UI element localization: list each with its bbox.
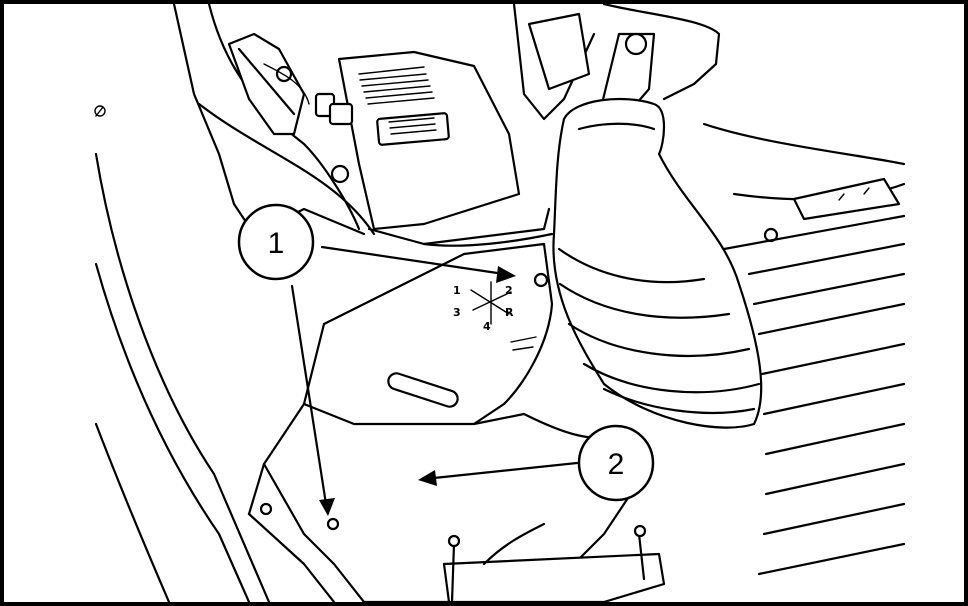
shift-lever (552, 32, 763, 429)
callout-2: 2 (577, 424, 655, 502)
gear-label-4: 4 (483, 320, 491, 333)
floor-ribs (747, 242, 906, 576)
arrowhead-1a (496, 266, 516, 283)
console-cover (247, 242, 646, 602)
dashboard-console (172, 4, 554, 247)
bolt-bottom (326, 517, 340, 531)
leader-lines (290, 245, 579, 516)
vent-slot (387, 372, 459, 408)
key-switch-area (227, 32, 354, 184)
gear-label-3: 3 (453, 306, 461, 319)
callout-2-label: 2 (608, 448, 625, 481)
gear-label-2: 2 (505, 284, 513, 297)
seat-armrest (512, 4, 906, 251)
leader-1-to-lower-bolt (290, 284, 328, 506)
cab-interior-drawing: 1 2 3 4 R 1 2 (94, 4, 906, 602)
gear-pattern-decal: 1 2 3 4 R (453, 281, 537, 351)
arrowhead-1b (319, 498, 335, 516)
callout-1: 1 (237, 203, 315, 281)
leader-1-to-bolt (320, 245, 506, 276)
gear-label-1: 1 (453, 284, 461, 297)
left-cab-wall (94, 105, 271, 602)
gear-label-r: R (505, 306, 514, 319)
leader-2 (432, 461, 579, 480)
bolt-top (533, 272, 549, 288)
callout-1-label: 1 (268, 227, 285, 260)
lower-bracket (442, 522, 666, 602)
arrowhead-2 (418, 470, 437, 486)
bolt-left (259, 502, 273, 516)
screw-head (94, 105, 106, 117)
